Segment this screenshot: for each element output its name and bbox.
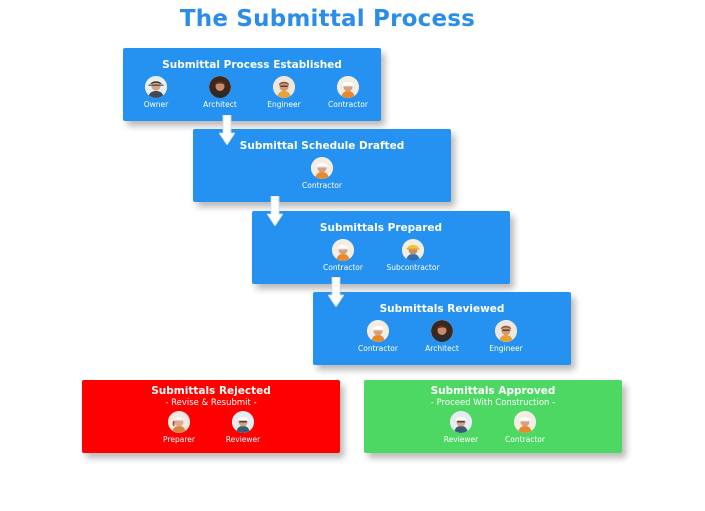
role-label: Contractor bbox=[323, 263, 363, 272]
outcome-subtitle: - Proceed With Construction - bbox=[430, 398, 556, 408]
outcome-title: Submittals Approved bbox=[430, 385, 556, 397]
contractor-avatar-icon bbox=[337, 76, 359, 98]
outcome-rejected: Submittals Rejected - Revise & Resubmit … bbox=[82, 380, 340, 453]
role-label: Engineer bbox=[267, 100, 301, 109]
role-label: Owner bbox=[143, 100, 169, 109]
contractor-avatar-icon bbox=[367, 320, 389, 342]
role-label: Contractor bbox=[358, 344, 398, 353]
step-schedule-drafted: Submittal Schedule Drafted Contractor bbox=[193, 129, 451, 202]
role-label: Engineer bbox=[489, 344, 523, 353]
architect-avatar-icon bbox=[209, 76, 231, 98]
outcome-title: Submittals Rejected bbox=[151, 385, 271, 397]
role-label: Contractor bbox=[328, 100, 368, 109]
contractor-avatar-icon bbox=[332, 239, 354, 261]
role-label: Contractor bbox=[505, 435, 545, 444]
role-label: Contractor bbox=[302, 181, 342, 190]
reviewer-avatar-icon bbox=[450, 411, 472, 433]
contractor-avatar-icon bbox=[514, 411, 536, 433]
architect-avatar-icon bbox=[431, 320, 453, 342]
role-label: Architect bbox=[203, 100, 237, 109]
preparer-avatar-icon bbox=[168, 411, 190, 433]
role-label: Architect bbox=[425, 344, 459, 353]
step-title: Submittal Schedule Drafted bbox=[239, 140, 405, 152]
outcome-approved: Submittals Approved - Proceed With Const… bbox=[364, 380, 622, 453]
engineer-avatar-icon bbox=[495, 320, 517, 342]
step-title: Submittals Reviewed bbox=[379, 303, 505, 315]
reviewer-avatar-icon bbox=[232, 411, 254, 433]
step-process-established: Submittal Process Established Owner Arch… bbox=[123, 48, 381, 121]
step-title: Submittal Process Established bbox=[162, 59, 342, 71]
down-arrow-icon bbox=[328, 277, 344, 307]
owner-avatar-icon bbox=[145, 76, 167, 98]
step-title: Submittals Prepared bbox=[319, 222, 443, 234]
engineer-avatar-icon bbox=[273, 76, 295, 98]
contractor-avatar-icon bbox=[311, 157, 333, 179]
role-label: Subcontractor bbox=[386, 263, 440, 272]
role-label: Reviewer bbox=[443, 435, 479, 444]
role-label: Reviewer bbox=[225, 435, 261, 444]
step-submittals-reviewed: Submittals Reviewed Contractor Architect… bbox=[313, 292, 571, 365]
outcome-subtitle: - Revise & Resubmit - bbox=[165, 398, 257, 408]
step-submittals-prepared: Submittals Prepared Contractor Subcontra… bbox=[252, 211, 510, 284]
subcontractor-avatar-icon bbox=[402, 239, 424, 261]
down-arrow-icon bbox=[267, 196, 283, 226]
down-arrow-icon bbox=[219, 115, 235, 145]
role-label: Preparer bbox=[163, 435, 195, 444]
page-title: The Submittal Process bbox=[179, 6, 476, 32]
